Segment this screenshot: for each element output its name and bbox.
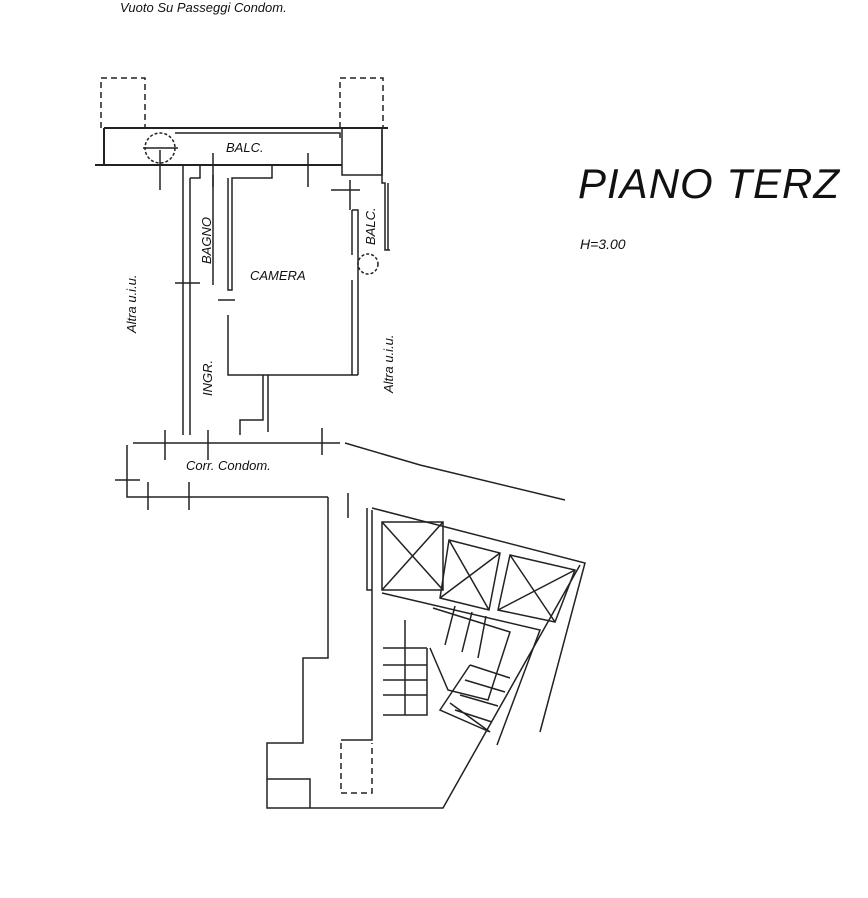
apartment-walls <box>175 165 359 435</box>
room-label-other-unit-left: Altra u.i.u. <box>124 274 139 333</box>
room-label-balcony-right: BALC. <box>363 207 378 245</box>
room-label-balcony-top: BALC. <box>226 140 264 155</box>
room-label-bathroom: BAGNO <box>199 217 214 264</box>
room-label-bedroom: CAMERA <box>250 268 306 283</box>
balcony-walls <box>95 127 390 275</box>
room-label-entrance: INGR. <box>200 359 215 396</box>
floor-height: H=3.00 <box>580 236 626 252</box>
header-note: Vuoto Su Passeggi Condom. <box>120 0 287 15</box>
corridor-walls <box>115 428 566 518</box>
room-label-corridor: Corr. Condom. <box>186 458 271 473</box>
dashed-outlines <box>100 77 384 794</box>
room-label-other-unit-right: Altra u.i.u. <box>381 334 396 393</box>
floor-title: PIANO TERZ <box>578 160 841 207</box>
lower-building-walls <box>266 497 586 809</box>
